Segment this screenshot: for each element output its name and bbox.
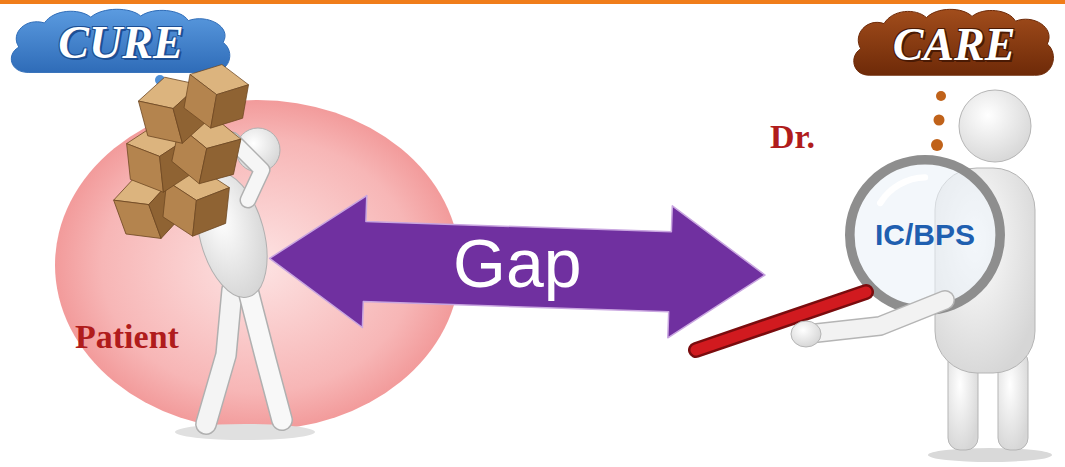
magnifier-handle: [696, 292, 866, 350]
doctor-shadow: [928, 448, 1052, 462]
box-pile: [108, 59, 251, 249]
patient-leg: [248, 290, 282, 420]
block-arrow: [270, 196, 765, 338]
node-text: Patient: [75, 318, 179, 356]
thought-text: CURE: [58, 16, 183, 69]
thought-dot: [936, 91, 946, 101]
edge-label-holder: Gap: [517, 263, 646, 331]
doctor-head: [959, 90, 1031, 162]
patient-leg: [206, 290, 232, 424]
patient-leg: [206, 290, 232, 424]
lens-glint: [880, 177, 925, 203]
top-bar: [0, 0, 1065, 4]
patient-leg: [248, 290, 282, 420]
cloud-outline: [854, 9, 1054, 75]
thought-dot: [931, 139, 943, 151]
doctor-label: Dr.: [770, 118, 815, 156]
thought-text: CARE: [893, 18, 1016, 71]
edge-label: Gap: [453, 229, 582, 297]
thought-cloud: CARE: [848, 8, 1060, 80]
thought-dot: [934, 115, 945, 126]
doctor-hand: [791, 321, 821, 347]
magnifier-handle: [696, 292, 866, 350]
lens-text: IC/BPS: [875, 218, 975, 252]
cloud-outline: [11, 9, 229, 72]
thought-cloud: CURE: [5, 8, 237, 77]
